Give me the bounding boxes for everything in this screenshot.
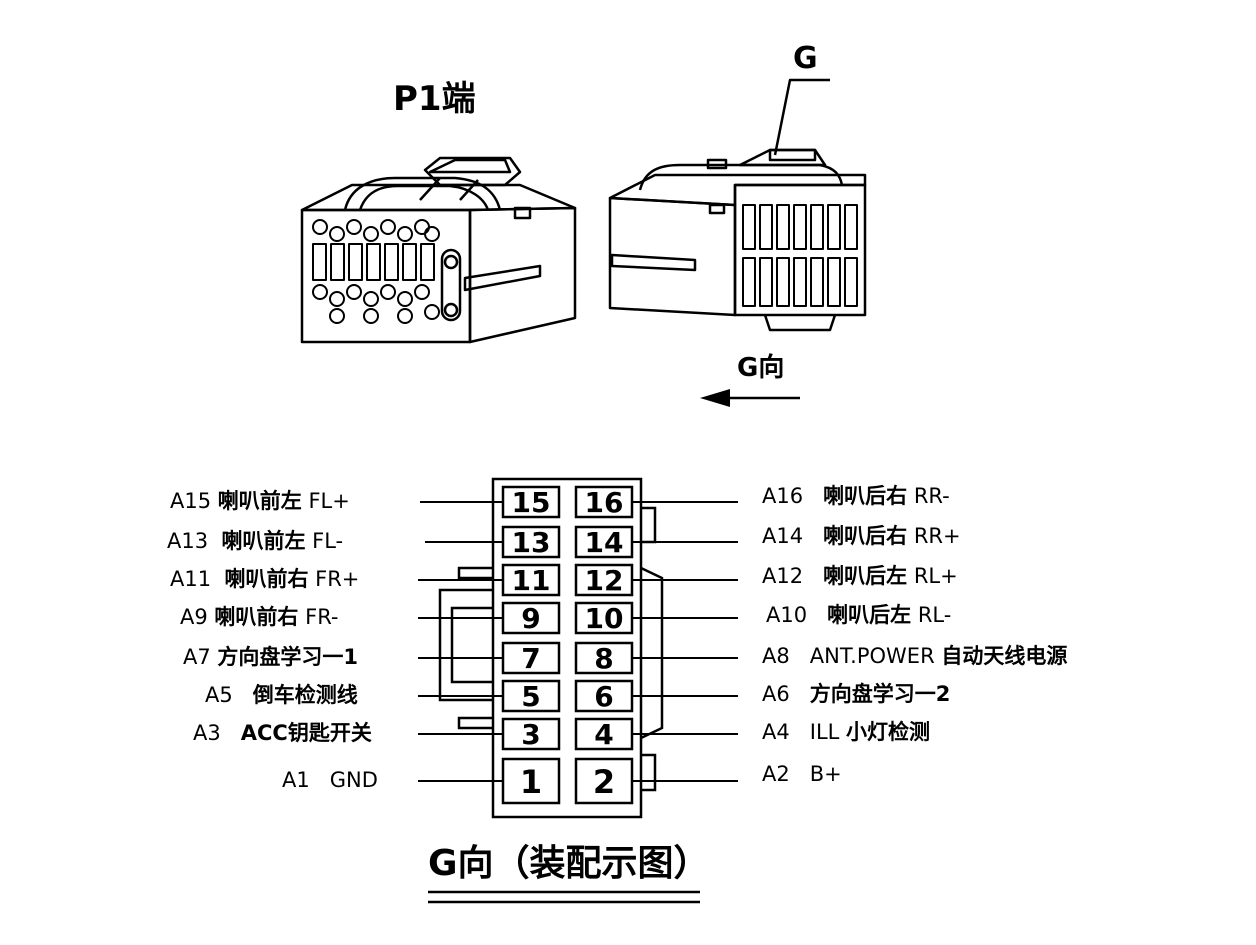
pin-label-a12: A12 喇叭后左 RL+ (762, 564, 958, 588)
pin-label-a4: A4 ILL 小灯检测 (762, 720, 931, 744)
p1-label: P1端 (393, 79, 476, 119)
title-underline (428, 890, 700, 904)
pin-number: 7 (521, 642, 541, 675)
pin-number: 9 (521, 602, 541, 635)
pin-label-a6: A6 方向盘学习一2 (762, 682, 951, 706)
pin-number: 15 (511, 486, 551, 519)
leader-lines-right (632, 501, 738, 782)
pin-number: 12 (584, 564, 624, 597)
pin-number: 8 (594, 642, 614, 675)
pin-label-a5: A5 倒车检测线 (205, 683, 358, 707)
pin-number: 4 (594, 718, 614, 751)
leader-lines-left (418, 501, 503, 782)
pin-number: 5 (521, 680, 541, 713)
g-label: G (793, 41, 818, 76)
pin-number: 10 (584, 602, 624, 635)
pin-label-a13: A13 喇叭前左 FL- (167, 529, 344, 553)
pin-label-a8: A8 ANT.POWER 自动天线电源 (762, 644, 1068, 668)
diagram-title: G向（装配示图） (428, 843, 710, 884)
pin-label-a10: A10 喇叭后左 RL- (766, 603, 952, 627)
pin-number: 3 (521, 718, 541, 751)
pin-label-a16: A16 喇叭后右 RR- (762, 484, 950, 508)
p1-connector-drawing (300, 156, 577, 344)
pin-label-a9: A9 喇叭前右 FR- (180, 605, 339, 629)
pin-label-a7: A7 方向盘学习一1 (183, 645, 359, 669)
pin-label-a3: A3 ACC钥匙开关 (193, 721, 372, 745)
pin-label-a2: A2 B+ (762, 762, 842, 786)
direction-arrow-head (700, 389, 730, 407)
g-direction-label: G向 (737, 353, 785, 383)
pin-number: 6 (594, 680, 614, 713)
pin-number: 13 (511, 526, 551, 559)
pin-number: 11 (511, 564, 551, 597)
pin-number: 1 (519, 763, 543, 801)
pin-label-a11: A11 喇叭前右 FR+ (170, 567, 360, 591)
pin-label-a1: A1 GND (282, 768, 378, 792)
g-leader-line (773, 78, 830, 156)
pin-label-a14: A14 喇叭后右 RR+ (762, 524, 961, 548)
pin-number: 16 (584, 486, 624, 519)
mating-connector-drawing (608, 148, 867, 332)
pin-number: 14 (584, 526, 624, 559)
pin-number: 2 (592, 763, 616, 801)
pin-label-a15: A15 喇叭前左 FL+ (170, 489, 350, 513)
